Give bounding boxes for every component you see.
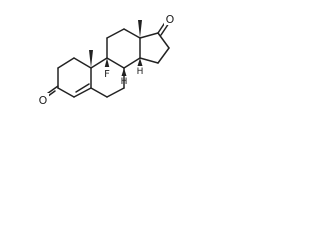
atom-label-o3: O xyxy=(39,94,48,107)
bond-c13-c17 xyxy=(139,32,159,39)
bond-c6-c7 xyxy=(106,87,125,98)
structure-diagram: O O F H H xyxy=(0,0,204,141)
bond-c17-c16 xyxy=(157,32,170,49)
stereo-label-h14: H xyxy=(137,67,144,77)
bond-c10-c1 xyxy=(73,57,92,69)
h8-wedge xyxy=(121,68,127,76)
bond-c4-c5-double xyxy=(75,83,90,93)
bond-c11-c12 xyxy=(106,28,125,39)
bond-c8-c9 xyxy=(106,57,125,69)
f9-wedge xyxy=(104,58,110,68)
molecule-drawing: O O F H H xyxy=(37,12,176,107)
bond-c16-c15 xyxy=(157,47,170,64)
methyl-c18-wedge xyxy=(138,20,142,38)
bond-c14-c8 xyxy=(123,57,141,69)
bond-c1-c2 xyxy=(57,57,75,69)
bond-c4-c5 xyxy=(73,87,92,98)
bond-c5-c6 xyxy=(90,87,108,98)
bond-c12-c13 xyxy=(123,28,141,39)
bond-c9-c10 xyxy=(90,57,108,69)
atom-label-o17: O xyxy=(166,13,175,26)
methyl-c19-wedge xyxy=(89,50,93,68)
bond-c3-c4 xyxy=(57,87,75,98)
stereo-label-h8: H xyxy=(121,77,128,87)
atom-label-f9: F xyxy=(104,69,110,80)
h14-wedge xyxy=(137,58,143,66)
bond-c15-c14 xyxy=(139,57,159,64)
